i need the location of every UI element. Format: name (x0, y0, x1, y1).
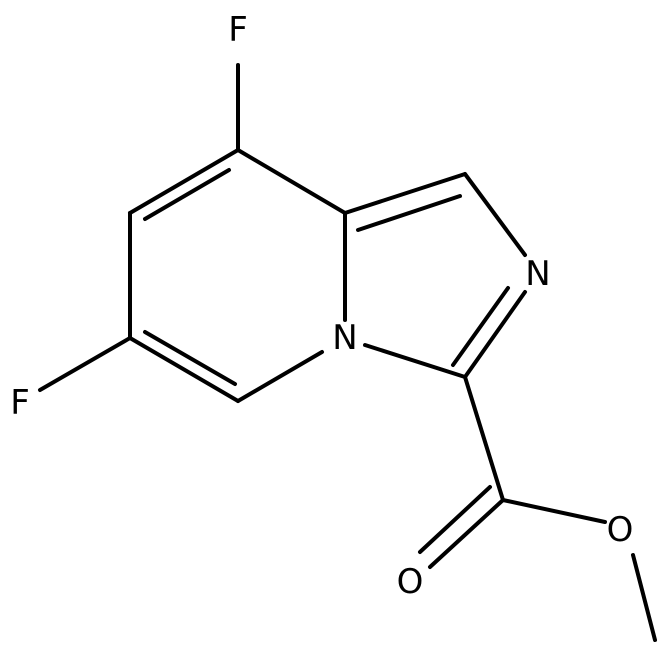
bond-c8a-c8 (236, 148, 347, 215)
atom-f-top: F (228, 10, 248, 50)
atom-o-carbonyl: O (397, 562, 424, 602)
bond-c8-c7 (128, 148, 240, 215)
bond-n2-c3 (463, 290, 527, 379)
bond-c5-n (236, 350, 324, 403)
bond-c8a-c1 (343, 172, 467, 215)
bond-c3-ccarbonyl (463, 375, 505, 502)
bond-oester-methyl (631, 553, 657, 642)
bond-n2-c3-inner (451, 286, 510, 367)
bond-c-o-double-2 (418, 485, 492, 554)
bond-c6-c5 (128, 336, 240, 403)
atom-o-ester: O (607, 510, 634, 550)
atom-n-ring: N (525, 254, 550, 294)
bond-c8-c7-inner (143, 168, 231, 221)
bond-c8a-c1-inner (356, 194, 462, 232)
bond-c6-f (38, 336, 132, 392)
bond-c-oester (501, 498, 607, 524)
bond-c-o-double-1 (428, 498, 505, 569)
atom-n-bridge: N (332, 318, 357, 358)
bond-c3-n (363, 343, 467, 379)
atom-f-left: F (10, 383, 30, 423)
bond-c1-n2 (463, 172, 527, 257)
bond-c6-c5-inner (143, 330, 237, 386)
